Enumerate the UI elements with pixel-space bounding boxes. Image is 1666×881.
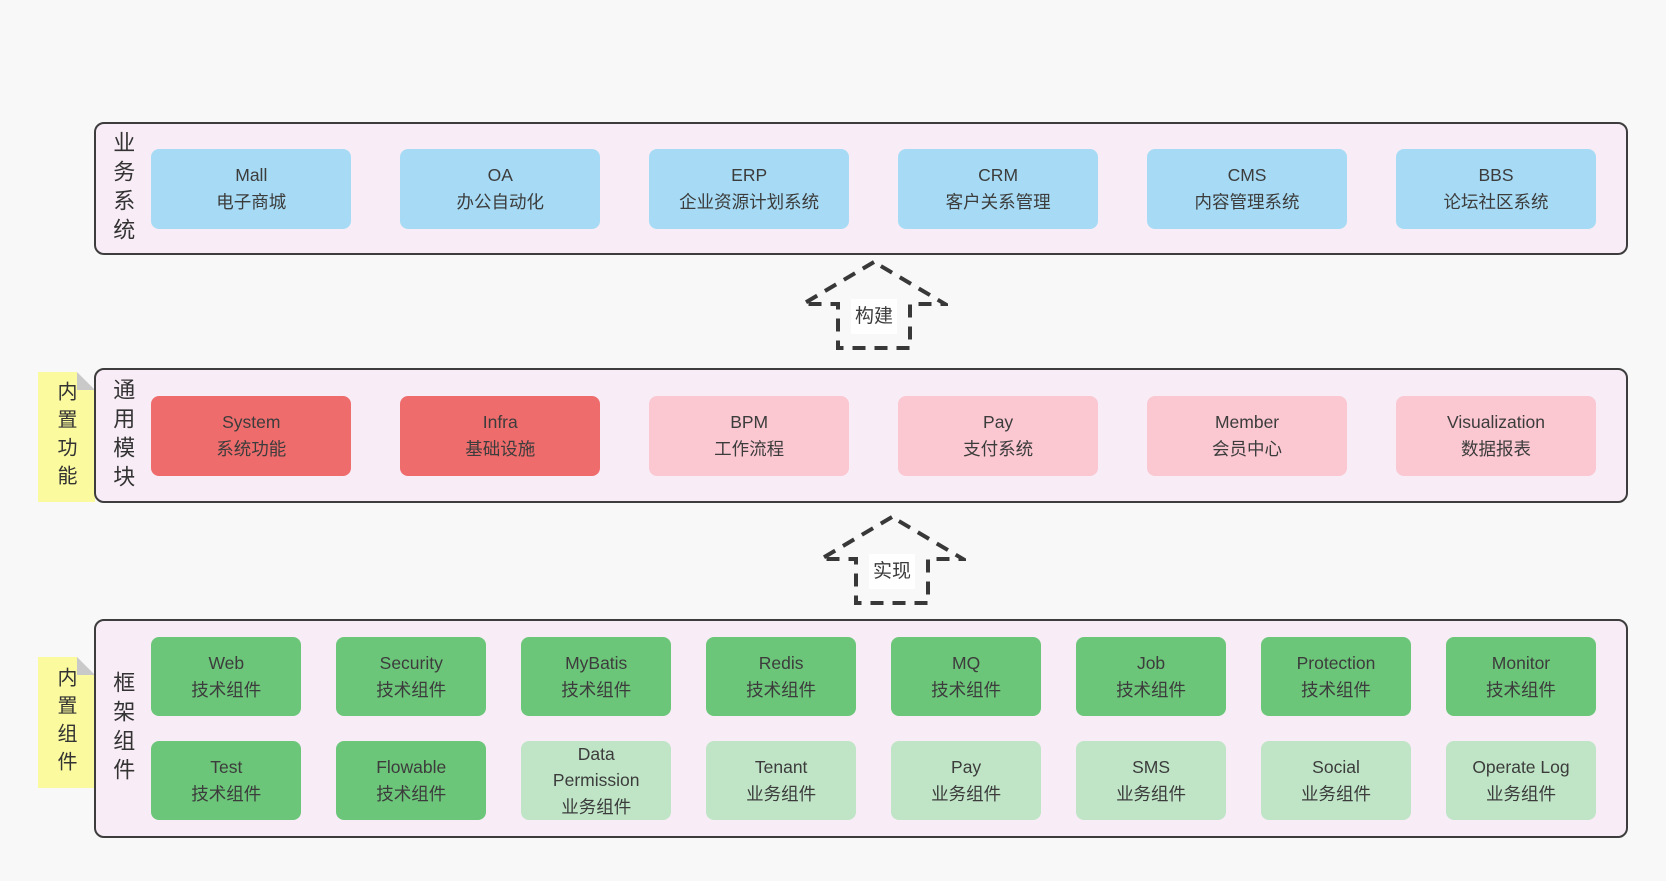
box-monitor: Monitor 技术组件: [1445, 637, 1596, 716]
box-security: Security 技术组件: [336, 637, 487, 716]
box-pay-module: Pay 支付系统: [898, 395, 1099, 476]
section-label-components: 框架组件: [110, 670, 136, 787]
box-cms: CMS 内容管理系统: [1147, 148, 1348, 229]
box-tenant: Tenant 业务组件: [706, 741, 857, 820]
box-crm: CRM 客户关系管理: [898, 148, 1099, 229]
section-label-business: 业务系统: [110, 130, 136, 247]
box-pay-component: Pay 业务组件: [891, 741, 1042, 820]
box-system: System 系统功能: [151, 395, 352, 476]
box-job: Job 技术组件: [1076, 637, 1227, 716]
box-bpm: BPM 工作流程: [649, 395, 850, 476]
dashed-up-arrow-icon: [818, 514, 966, 605]
box-protection: Protection 技术组件: [1261, 637, 1412, 716]
modules-boxes-row: System 系统功能 Infra 基础设施 BPM 工作流程 Pay 支付系统…: [151, 395, 1596, 476]
components-row-1: Web 技术组件 Security 技术组件 MyBatis 技术组件 Redi…: [151, 637, 1596, 716]
section-label-modules: 通用模块: [110, 377, 136, 494]
components-row-2: Test 技术组件 Flowable 技术组件 Data Permission …: [151, 741, 1596, 820]
box-infra: Infra 基础设施: [400, 395, 601, 476]
box-mq: MQ 技术组件: [891, 637, 1042, 716]
box-test: Test 技术组件: [151, 741, 302, 820]
box-data-permission: Data Permission 业务组件: [521, 741, 672, 820]
box-member: Member 会员中心: [1147, 395, 1348, 476]
box-sms: SMS 业务组件: [1076, 741, 1227, 820]
box-social: Social 业务组件: [1261, 741, 1412, 820]
box-oa: OA 办公自动化: [400, 148, 601, 229]
box-visualization: Visualization 数据报表: [1395, 395, 1596, 476]
box-flowable: Flowable 技术组件: [336, 741, 487, 820]
arrow-implement: 实现: [818, 514, 966, 606]
arrow-implement-label: 实现: [868, 554, 916, 589]
dashed-up-arrow-icon: [800, 259, 948, 350]
section-common-modules: 通用模块 System 系统功能 Infra 基础设施 BPM 工作流程 Pay…: [94, 368, 1628, 503]
section-framework-components: 框架组件 Web 技术组件 Security 技术组件 MyBatis 技术组件…: [94, 619, 1628, 838]
sticky-note-builtin-features: 内置功能: [38, 372, 95, 502]
arrow-build-label: 构建: [850, 299, 898, 334]
business-boxes-row: Mall 电子商城 OA 办公自动化 ERP 企业资源计划系统 CRM 客户关系…: [151, 148, 1596, 229]
section-business-systems: 业务系统 Mall 电子商城 OA 办公自动化 ERP 企业资源计划系统 CRM…: [94, 122, 1628, 255]
sticky-note-builtin-components: 内置组件: [38, 657, 95, 788]
arrow-build: 构建: [800, 259, 948, 351]
box-redis: Redis 技术组件: [706, 637, 857, 716]
box-mall: Mall 电子商城: [151, 148, 352, 229]
box-web: Web 技术组件: [151, 637, 302, 716]
box-mybatis: MyBatis 技术组件: [521, 637, 672, 716]
box-bbs: BBS 论坛社区系统: [1395, 148, 1596, 229]
box-operate-log: Operate Log 业务组件: [1445, 741, 1596, 820]
box-erp: ERP 企业资源计划系统: [649, 148, 850, 229]
